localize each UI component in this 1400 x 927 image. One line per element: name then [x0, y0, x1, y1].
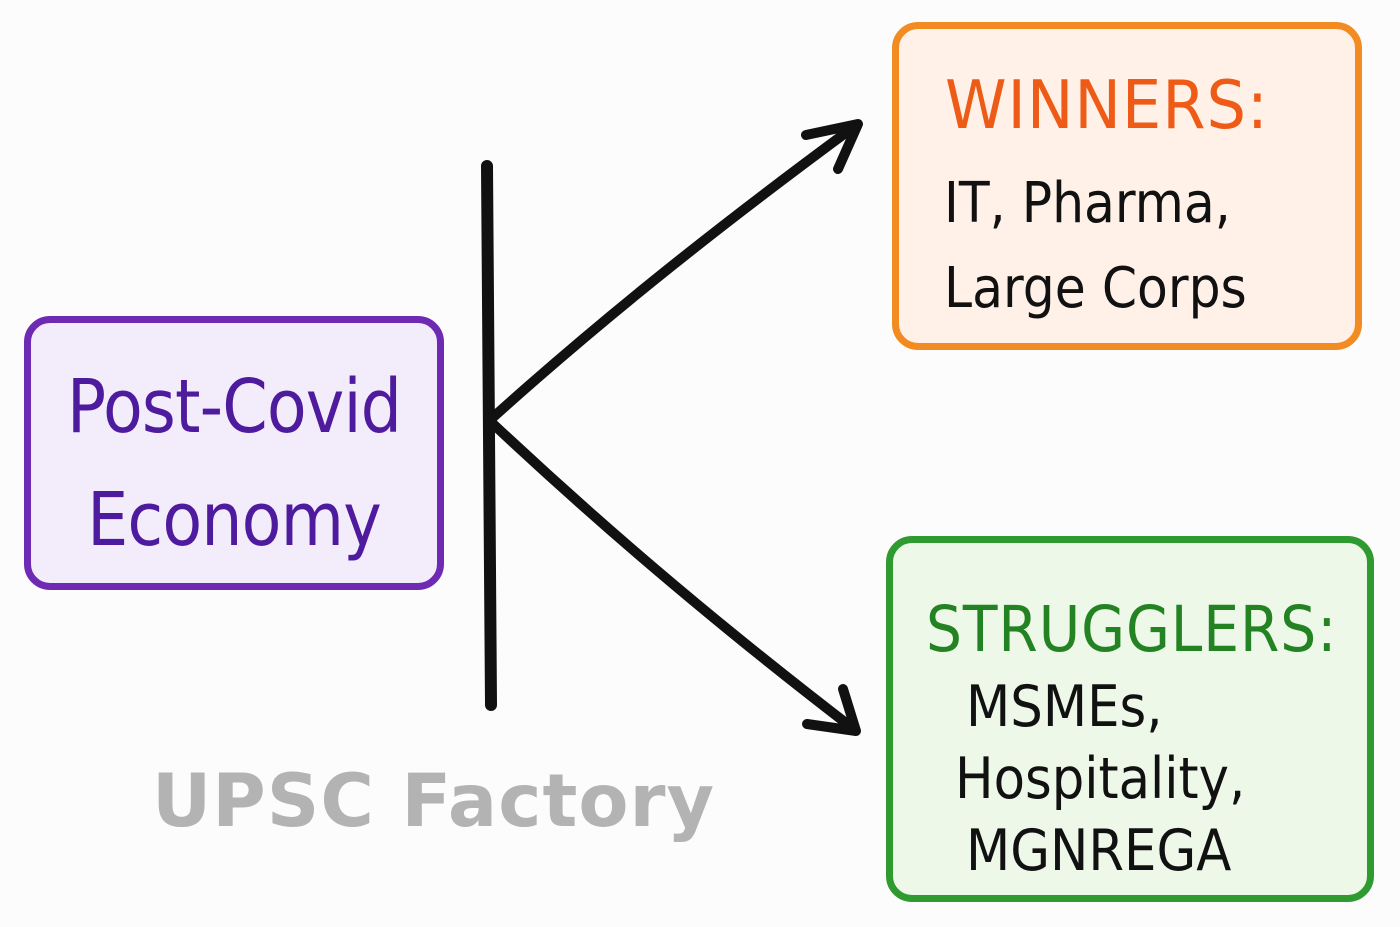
winners-item: IT, Pharma,: [944, 171, 1231, 236]
strugglers-item: Hospitality,: [955, 746, 1246, 812]
winners-box: WINNERS: IT, Pharma, Large Corps: [892, 22, 1362, 350]
winners-title: WINNERS:: [945, 66, 1269, 144]
watermark-text: UPSC Factory: [152, 759, 716, 844]
winners-arrow: [485, 121, 860, 425]
divider-line: [481, 160, 497, 711]
strugglers-item: MGNREGA: [966, 818, 1232, 884]
strugglers-box: STRUGGLERS: MSMEs, Hospitality, MGNREGA: [886, 536, 1374, 902]
strugglers-arrowhead: [802, 684, 861, 736]
strugglers-item: MSMEs,: [966, 674, 1163, 740]
source-title-line-1: Post-Covid: [66, 364, 402, 450]
strugglers-title: STRUGGLERS:: [926, 593, 1338, 666]
winners-arrowhead: [801, 119, 863, 174]
source-box: Post-Covid Economy: [24, 316, 444, 590]
source-title-line-2: Economy: [87, 477, 382, 563]
winners-item: Large Corps: [944, 256, 1247, 321]
strugglers-arrow: [486, 417, 860, 735]
